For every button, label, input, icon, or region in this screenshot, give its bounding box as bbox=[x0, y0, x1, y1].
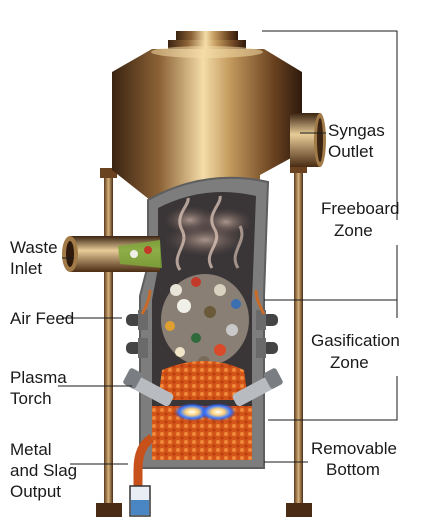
syngas-outlet-pipe bbox=[290, 113, 326, 167]
label-syngas-outlet: Syngas Outlet bbox=[328, 121, 389, 161]
label-gasification-zone: Gasification Zone bbox=[311, 331, 405, 372]
air-nozzle-icon bbox=[126, 310, 148, 330]
label-freeboard-zone: Freeboard Zone bbox=[321, 199, 404, 240]
support-legs bbox=[96, 163, 312, 517]
air-nozzles bbox=[126, 289, 278, 358]
plasma-torch-icon bbox=[123, 368, 174, 407]
air-nozzle-icon bbox=[126, 338, 148, 358]
leader-lines bbox=[58, 30, 398, 465]
char-bed bbox=[158, 361, 248, 400]
freeboard-syngas bbox=[164, 195, 252, 271]
air-nozzle-icon bbox=[256, 338, 278, 358]
leader-gasification-bottom bbox=[268, 376, 398, 421]
waste-bed bbox=[161, 274, 249, 368]
slag-output bbox=[129, 434, 155, 517]
plasma-torches bbox=[123, 368, 283, 421]
leader-freeboard-top bbox=[262, 30, 398, 220]
diagram-labels: Syngas Outlet Freeboard Zone Waste Inlet… bbox=[10, 121, 405, 501]
label-air-feed: Air Feed bbox=[10, 309, 74, 328]
label-waste-inlet: Waste Inlet bbox=[10, 238, 62, 278]
label-removable-bottom: Removable Bottom bbox=[311, 439, 402, 479]
leader-freeboard-bottom bbox=[264, 245, 398, 301]
plasma-torch-icon bbox=[232, 368, 283, 407]
air-nozzle-icon bbox=[256, 310, 278, 330]
label-plasma-torch: Plasma Torch bbox=[10, 368, 71, 408]
label-metal-slag-output: Metal and Slag Output bbox=[10, 440, 82, 501]
waste-inlet-pipe bbox=[62, 236, 162, 272]
top-cap bbox=[168, 31, 246, 49]
